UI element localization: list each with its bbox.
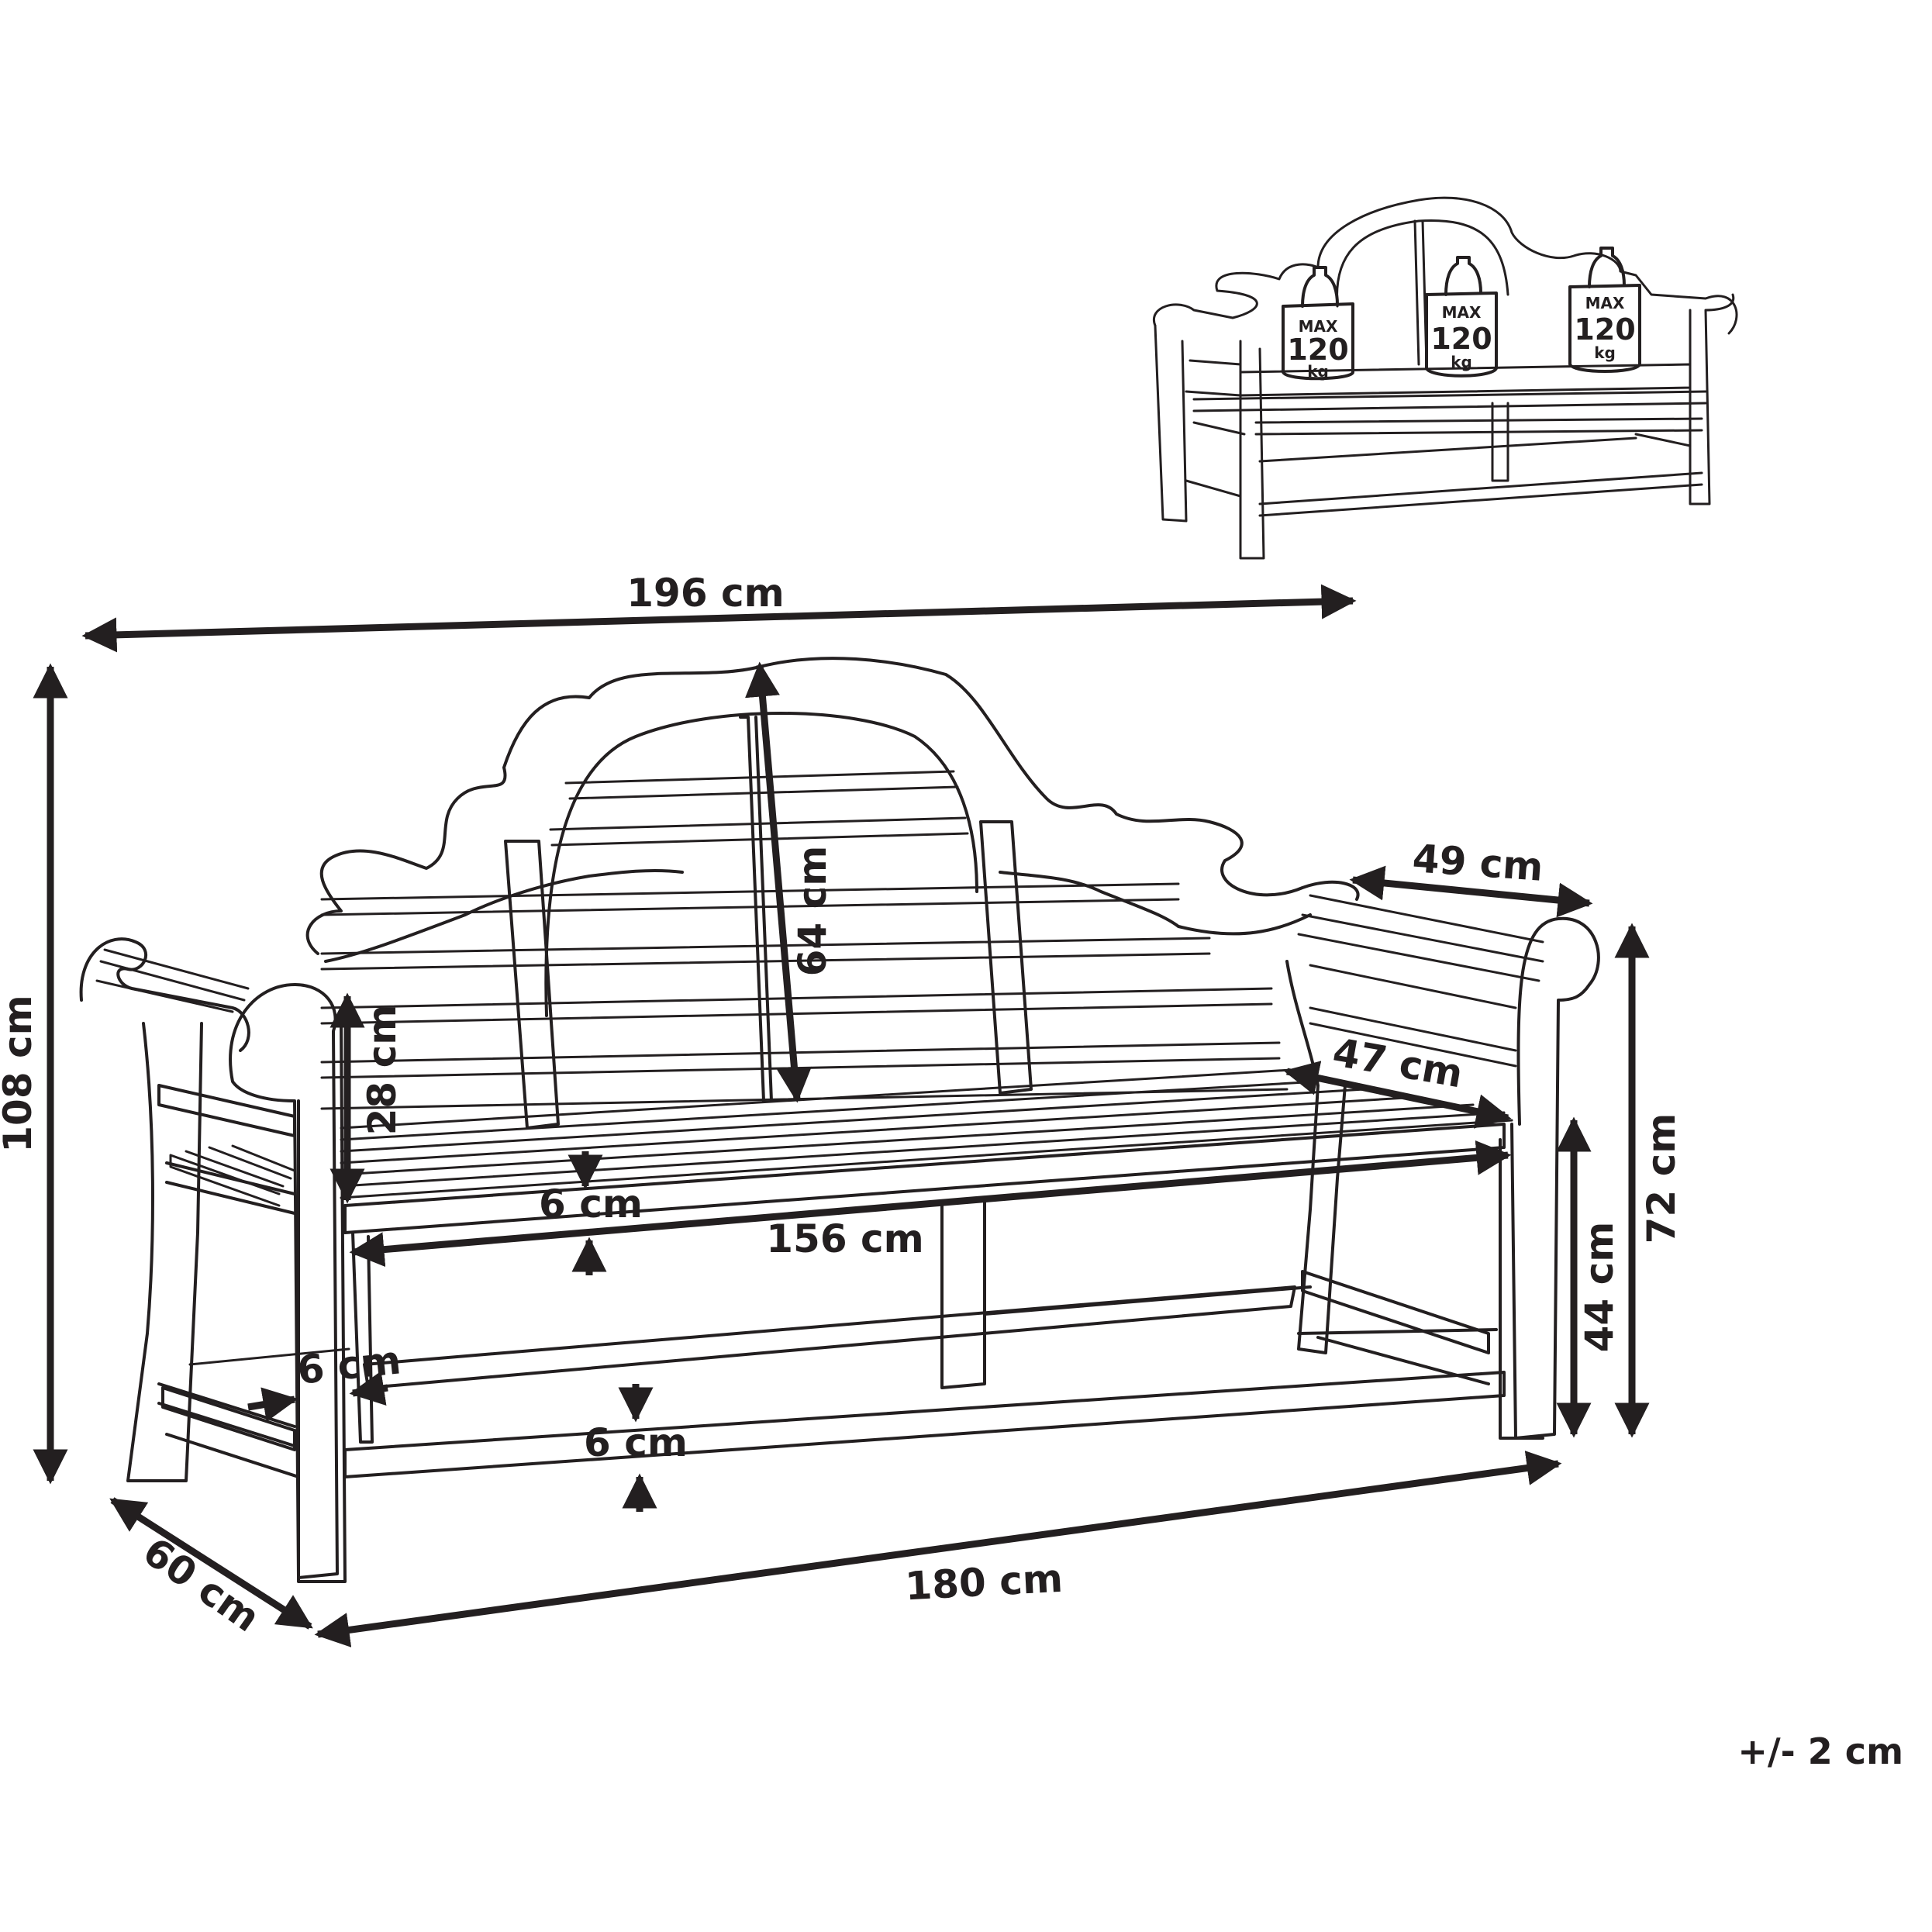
dimension-lines [33,584,1650,1647]
right-front-leg [1499,1138,1544,1440]
left-arm-roll [229,983,339,1579]
dim-line-156 [349,1140,1512,1268]
weight-3-max: MAX [1585,294,1625,312]
label-overall-height: 108 cm [0,995,40,1153]
seat-slats [340,1068,1513,1199]
dim-line-47 [1283,1061,1512,1129]
weight-3-unit: kg [1594,343,1616,362]
dim-arrow-6-side-right [349,1371,388,1406]
dim-line-196 [81,584,1357,653]
dim-line-180 [314,1451,1562,1647]
label-seat-width: 156 cm [766,1216,924,1261]
tolerance-note: +/- 2 cm [1737,1730,1903,1772]
weight-2-value: 120 [1430,322,1492,356]
label-backrest-height: 64 cm [790,846,835,977]
label-stretcher-side: 6 cm [295,1337,403,1393]
label-seat-height: 44 cm [1577,1222,1622,1353]
weight-3: MAX 120 kg [1568,247,1641,373]
load-inset: MAX 120 kg MAX 120 kg MAX 120 kg [1152,196,1738,560]
left-arm-slats [95,948,250,1013]
lower-stretcher-front [343,1371,1506,1478]
label-armrest-depth: 49 cm [1411,836,1544,890]
dim-arrow-6-side-left [247,1387,298,1422]
label-stretcher-front: 6 cm [584,1420,688,1465]
label-seat-to-armrest: 28 cm [360,1005,405,1136]
back-splat-right [979,820,1033,1095]
right-arm-slats [1297,894,1544,1068]
right-bottom-back [1297,1328,1498,1335]
left-back-rail [188,1347,350,1366]
right-arm-roll [1510,916,1600,1440]
left-bottom-rail [161,1386,296,1451]
left-side-rails [157,1084,300,1478]
label-seat-frame-thickness: 6 cm [539,1182,643,1226]
center-support [940,1200,986,1389]
dim-line-64 [745,661,812,1103]
lower-stretcher-back [363,1285,1312,1389]
dim-line-60 [109,1497,313,1630]
label-armrest-height: 72 cm [1639,1113,1684,1244]
weight-1-unit: kg [1307,362,1329,381]
dim-line-49 [1349,865,1593,918]
weight-1-max: MAX [1299,317,1338,336]
back-splat-left [504,840,560,1130]
right-back-leg [1285,960,1347,1354]
weight-3-value: 120 [1574,312,1635,347]
left-back-leg [126,1022,203,1482]
weight-1: MAX 120 kg [1282,266,1354,381]
label-overall-width: 196 cm [626,571,785,616]
weight-2: MAX 120 kg [1425,256,1498,378]
front-left-leg-lower [351,1231,374,1444]
bench-drawing [79,657,1600,1583]
weight-1-value: 120 [1287,333,1348,367]
weight-2-max: MAX [1442,303,1482,322]
inset-bench [1152,196,1738,560]
label-length: 180 cm [904,1556,1064,1609]
left-seat-slats [169,1144,296,1207]
dimension-labels: 196 cm 108 cm 64 cm 49 cm 72 cm 47 cm 28… [0,571,1903,1772]
backrest-crest-lower [324,868,1312,963]
weight-2-unit: kg [1451,353,1472,371]
